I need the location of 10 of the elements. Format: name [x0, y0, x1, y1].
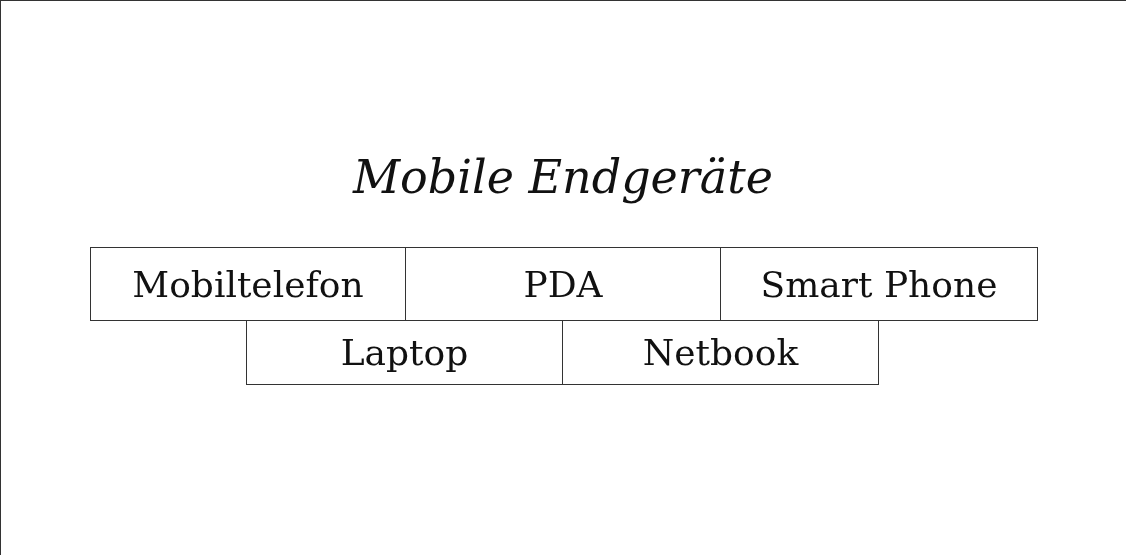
- device-box: [720, 247, 1038, 321]
- diagram-title: Mobile Endgeräte: [353, 150, 773, 204]
- device-box: [246, 320, 563, 385]
- device-label: Mobiltelefon: [132, 263, 364, 305]
- device-box: [90, 247, 406, 321]
- device-box: [562, 320, 879, 385]
- device-label: Laptop: [340, 332, 469, 373]
- device-label: Netbook: [642, 332, 799, 373]
- device-label: PDA: [523, 263, 603, 305]
- device-label: Smart Phone: [760, 263, 998, 305]
